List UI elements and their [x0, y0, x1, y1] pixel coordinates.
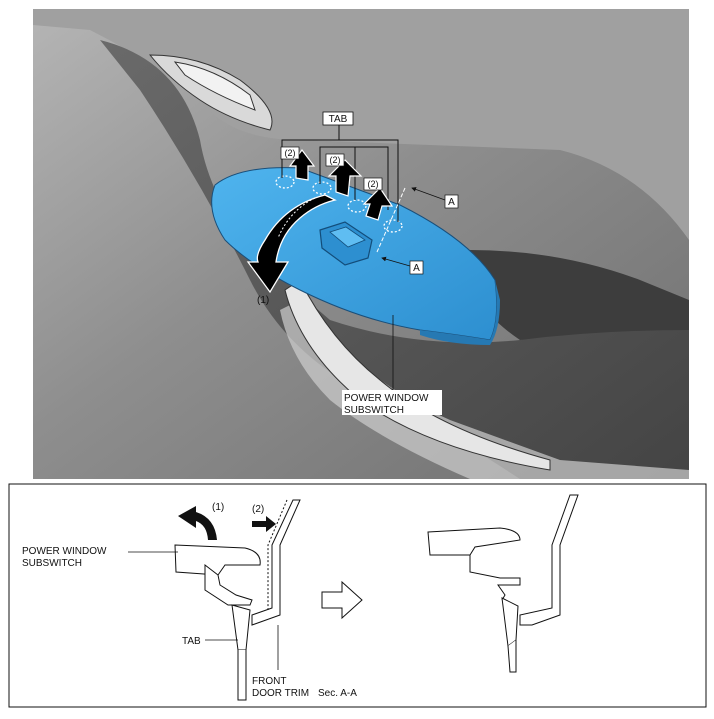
- pull-handle: [284, 279, 551, 471]
- step1-label: (1): [257, 295, 269, 306]
- section-leader-bottom: [381, 256, 411, 267]
- subswitch-body-after: [427, 527, 521, 556]
- step2-label-box: [280, 146, 300, 160]
- step2-label: (2): [368, 179, 379, 189]
- subswitch-label-box: [342, 390, 442, 415]
- armrest-pocket: [470, 250, 689, 340]
- subswitch-label-line1: POWER WINDOW: [344, 393, 429, 404]
- subswitch-rear-face: [420, 280, 500, 345]
- window-switch-top: [329, 226, 366, 248]
- section-marker-box: [409, 260, 424, 275]
- tab-stem-after: [507, 640, 517, 673]
- door-handle-recess: [148, 54, 273, 131]
- door-trim-dashed: [267, 499, 288, 610]
- tab-label: TAB: [329, 114, 348, 125]
- transition-arrow: [321, 580, 363, 620]
- trim-label-line1: FRONT: [252, 676, 286, 687]
- subswitch-label-line1: POWER WINDOW: [22, 546, 107, 557]
- door-trim-illustration: TAB (2) (2) (2) (1) A A POWER WINDOW SUB…: [33, 9, 689, 479]
- tab-marker: [383, 219, 403, 233]
- door-handle-lever: [173, 61, 256, 111]
- subswitch-body: [174, 544, 261, 576]
- section-caption: Sec. A-A: [318, 688, 357, 699]
- tab-label-box: [322, 111, 354, 126]
- step1-label-section: (1): [212, 502, 224, 513]
- tab-stem: [237, 650, 247, 701]
- subswitch-lower-after: [469, 555, 521, 601]
- step1-arrow-section: [178, 506, 217, 540]
- step2-label: (2): [330, 155, 341, 165]
- section-after: [427, 494, 579, 673]
- step2-arrows: [288, 149, 394, 221]
- section-marker-top: A: [448, 197, 455, 208]
- step2-arrow: [288, 149, 316, 181]
- step2-arrow: [362, 187, 394, 221]
- armrest-contour: [100, 40, 689, 479]
- trim-label-line2: DOOR TRIM: [252, 688, 309, 699]
- step2-label-box: [363, 177, 383, 191]
- step2-label-box: [325, 153, 345, 167]
- tab-marker: [312, 181, 332, 195]
- step1-rotation-arrow: [246, 194, 337, 294]
- subswitch-label-line2: SUBSWITCH: [22, 558, 82, 569]
- step2-label-section: (2): [252, 504, 264, 515]
- section-before: [174, 499, 301, 701]
- subswitch-lower: [204, 563, 253, 606]
- door-trim-section: [251, 499, 301, 626]
- door-trim-section-after: [519, 494, 579, 626]
- section-leader-top: [411, 187, 446, 201]
- tab-label-section: TAB: [182, 636, 201, 647]
- tab-markers: [275, 175, 403, 233]
- step2-arrow-section: [252, 516, 276, 532]
- section-view-panel: POWER WINDOW SUBSWITCH TAB FRONT DOOR TR…: [8, 483, 707, 708]
- subswitch-label-line2: SUBSWITCH: [344, 405, 404, 416]
- section-marker-bottom: A: [413, 263, 420, 274]
- step2-label: (2): [285, 148, 296, 158]
- tab-marker: [347, 199, 367, 213]
- lower-door-surface: [280, 300, 689, 479]
- section-marker-box: [444, 194, 459, 209]
- step1-dashed-path: [277, 197, 316, 239]
- step2-arrow: [327, 159, 363, 197]
- tab-marker: [275, 175, 295, 189]
